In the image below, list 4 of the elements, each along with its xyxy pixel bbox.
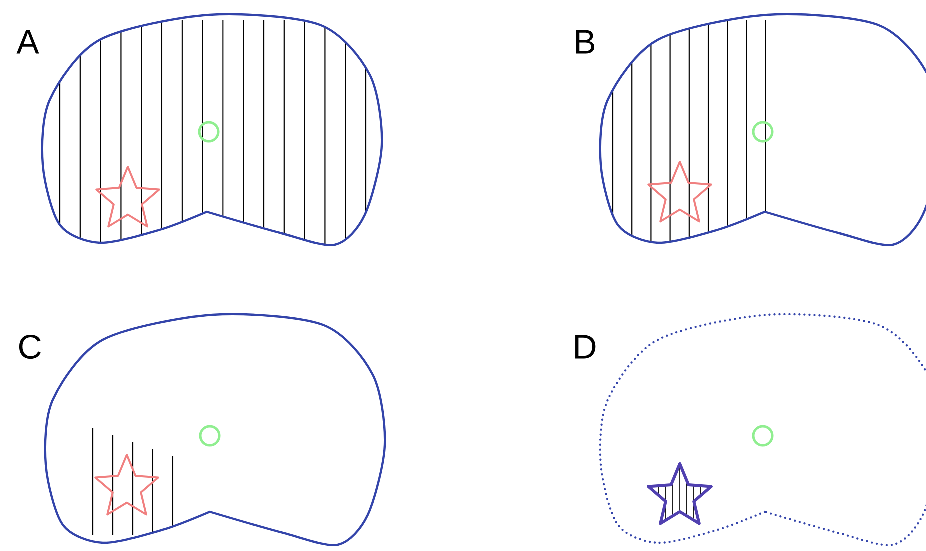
panel-label: B [576,30,595,54]
panel-label: C [19,334,41,360]
panel-label: A [16,30,40,54]
panel-label: D [576,335,596,359]
